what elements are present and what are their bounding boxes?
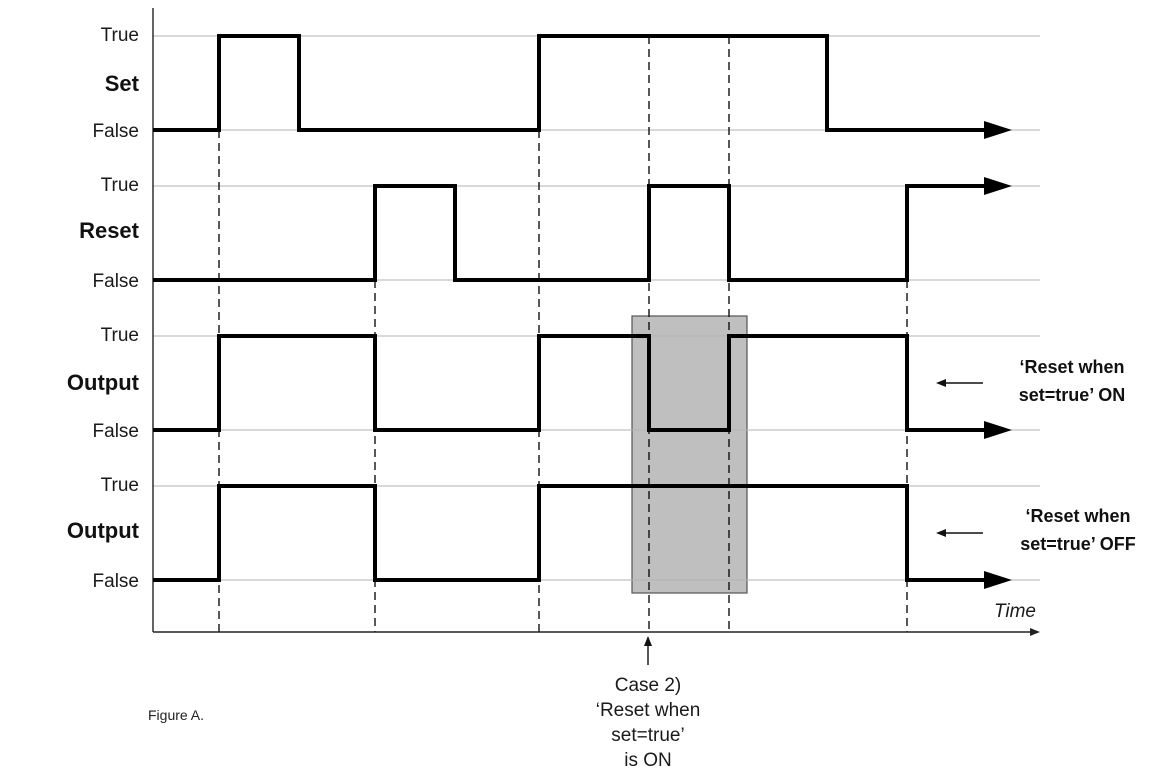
reset-on-annotation: ‘Reset when set=true’ ON [936, 357, 1125, 405]
signal-names: Set Reset Output Output [67, 71, 140, 543]
reset-on-text-line1: ‘Reset when [1019, 357, 1124, 377]
waveforms [153, 34, 1012, 589]
reset-true-label: True [101, 175, 139, 196]
signal-name-output-reset-on: Output [67, 370, 140, 395]
time-axis-arrowhead [1030, 628, 1040, 636]
reset-waveform-arrowhead [984, 177, 1012, 195]
output-reset-on-waveform [153, 334, 988, 432]
set-true-label: True [101, 25, 139, 46]
output-reset-on-arrowhead [984, 421, 1012, 439]
reset-on-text-line2: set=true’ ON [1019, 385, 1126, 405]
reset-off-text-line2: set=true’ OFF [1020, 534, 1136, 554]
set-false-label: False [93, 121, 139, 142]
case2-text-line1: Case 2) [615, 675, 682, 696]
output2-false-label: False [93, 571, 139, 592]
signal-name-reset: Reset [79, 218, 140, 243]
case2-text-line2: ‘Reset when [596, 700, 701, 721]
level-labels: True False True False True False True Fa… [93, 25, 139, 592]
reset-false-label: False [93, 271, 139, 292]
figure-caption: Figure A. [148, 707, 204, 723]
signal-name-output-reset-off: Output [67, 518, 140, 543]
reset-off-annotation: ‘Reset when set=true’ OFF [936, 506, 1136, 554]
output1-true-label: True [101, 325, 139, 346]
reset-off-text-line1: ‘Reset when [1025, 506, 1130, 526]
case2-text-line3: set=true’ [611, 725, 684, 746]
reset-waveform [153, 184, 988, 282]
output-reset-off-waveform [153, 484, 988, 582]
case2-callout: Case 2) ‘Reset when set=true’ is ON [596, 636, 701, 771]
reset-off-arrowhead [936, 529, 946, 537]
output2-true-label: True [101, 475, 139, 496]
signal-name-set: Set [105, 71, 140, 96]
time-axis-label: Time [994, 601, 1036, 622]
set-waveform-arrowhead [984, 121, 1012, 139]
output1-false-label: False [93, 421, 139, 442]
reset-on-arrowhead [936, 379, 946, 387]
case2-pointer-arrowhead [644, 636, 652, 646]
output-reset-off-arrowhead [984, 571, 1012, 589]
case2-text-line4: is ON [624, 750, 672, 771]
set-waveform [153, 34, 988, 132]
